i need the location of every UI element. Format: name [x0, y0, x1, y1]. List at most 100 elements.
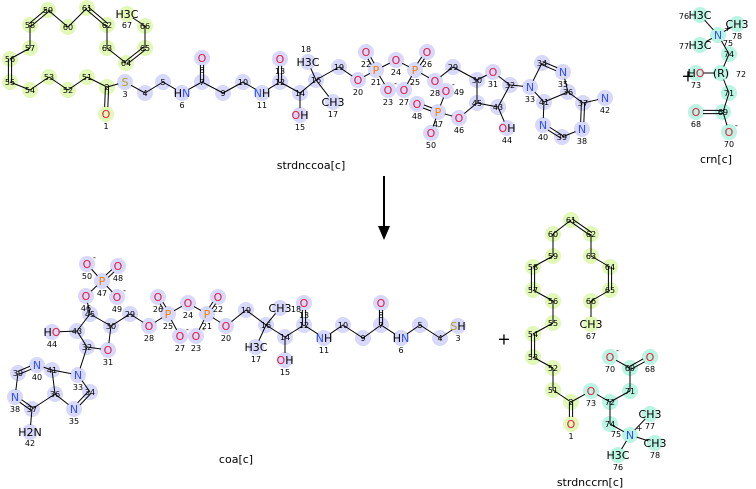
- atom-symbol: O: [725, 126, 734, 139]
- double-bond: [17, 365, 31, 372]
- atom-number: 31: [103, 358, 113, 367]
- atom-symbol: CH3: [726, 18, 749, 31]
- atom-highlight: [199, 306, 215, 322]
- atom-highlight: [174, 85, 190, 101]
- bond: [609, 423, 625, 433]
- atom-number: 30: [472, 76, 482, 85]
- bond: [379, 75, 385, 85]
- double-bond: [541, 64, 557, 72]
- atom-symbol: H3C: [297, 56, 320, 69]
- atom-number: 23: [191, 344, 201, 353]
- atom-symbol: O: [354, 74, 363, 87]
- atom-number: 27: [175, 344, 185, 353]
- atom-number: 16: [311, 76, 321, 85]
- atom-number: 72: [605, 398, 615, 407]
- atom-highlight: [427, 73, 443, 89]
- bond: [634, 418, 646, 431]
- double-bond: [423, 104, 433, 109]
- atom-highlight: [150, 289, 166, 305]
- atom-number: 3: [122, 90, 127, 99]
- atom-charge: -: [394, 79, 397, 88]
- bond: [212, 317, 221, 323]
- atom-number: 38: [10, 405, 20, 414]
- atom-symbol: HN: [393, 332, 410, 345]
- bond: [76, 330, 88, 348]
- atom-highlight: [160, 306, 176, 322]
- atom-number: 61: [566, 216, 576, 225]
- bond: [329, 324, 344, 335]
- atom-number: 56: [548, 297, 558, 306]
- atom-number: 60: [548, 230, 558, 239]
- double-bond: [124, 46, 145, 63]
- double-bond: [18, 368, 32, 375]
- atom-highlight: [292, 107, 308, 123]
- double-bond: [21, 399, 34, 409]
- atom-highlight: [358, 44, 374, 60]
- bond: [91, 268, 98, 277]
- bond: [47, 9, 69, 28]
- atom-symbol: N: [11, 391, 19, 404]
- atom-number: 46: [81, 304, 91, 313]
- bond: [406, 75, 413, 85]
- bond: [440, 97, 444, 106]
- atom-symbol: H2N: [18, 426, 42, 439]
- bond: [362, 324, 382, 339]
- atom-symbol: SH: [450, 320, 465, 333]
- atom-highlight: [29, 357, 45, 373]
- bond: [130, 84, 146, 94]
- atom-number: 51: [82, 73, 92, 82]
- bond: [106, 47, 127, 64]
- atom-charge: -: [452, 80, 455, 89]
- atom-highlight: [499, 120, 515, 136]
- atom-number: 53: [528, 353, 538, 362]
- double-bond: [583, 103, 586, 123]
- atom-charge: -: [735, 121, 738, 130]
- bond: [401, 62, 410, 68]
- double-bond: [126, 48, 147, 65]
- atom-number: 30: [106, 322, 116, 331]
- bond: [170, 319, 178, 331]
- atom-number: 68: [645, 365, 655, 374]
- atom-number: 69: [718, 108, 728, 117]
- atom-number: 26: [422, 60, 432, 69]
- bond: [87, 302, 91, 315]
- atom-number: 11: [257, 101, 267, 110]
- double-bond: [77, 390, 90, 404]
- bond: [570, 393, 586, 403]
- atom-highlight: [388, 52, 404, 68]
- atom-highlight: [713, 65, 729, 81]
- bond: [67, 76, 88, 91]
- bond: [464, 102, 478, 114]
- atom-number: 55: [5, 78, 15, 87]
- atom-highlight: [450, 318, 466, 334]
- atom-symbol: N: [626, 429, 634, 442]
- double-bond: [569, 220, 591, 236]
- double-bond: [547, 129, 562, 139]
- atom-highlight: [563, 416, 579, 432]
- double-bond: [104, 86, 106, 107]
- atom-number: 46: [454, 126, 464, 135]
- atom-number: 37: [578, 99, 588, 108]
- bond: [609, 390, 631, 403]
- atom-highlight: [423, 125, 439, 141]
- atom-number: 5: [417, 321, 422, 330]
- bond: [532, 322, 554, 335]
- atom-symbol: O: [184, 297, 193, 310]
- atom-symbol: CH3: [644, 437, 667, 450]
- atom-number: 44: [47, 340, 57, 349]
- atom-number: 34: [537, 59, 547, 68]
- atom-highlight: [396, 82, 412, 98]
- double-bond: [85, 8, 107, 27]
- double-bond: [19, 401, 32, 411]
- atom-symbol: O: [362, 46, 371, 59]
- bond: [615, 359, 631, 369]
- atom-number: 32: [82, 343, 92, 352]
- atom-symbol: N: [539, 119, 547, 132]
- atom-number: 69: [625, 364, 635, 373]
- bond: [15, 372, 19, 391]
- bond: [382, 62, 390, 68]
- atom-number: 24: [183, 311, 193, 320]
- atom-number: 14: [295, 89, 305, 98]
- bond: [31, 393, 56, 410]
- atom-symbol: N: [559, 66, 567, 79]
